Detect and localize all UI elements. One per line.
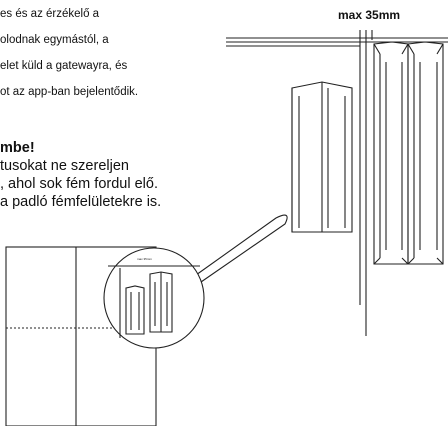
instruction-line-4: ot az app-ban bejelentődik.: [0, 86, 139, 98]
instruction-line-1: es és az érzékelő a: [0, 8, 100, 20]
detail-circle: [103, 247, 205, 349]
sensor-unit: [373, 41, 444, 265]
warning-line-2: , ahol sok fém fordul elő.: [0, 176, 158, 192]
warning-line-1: tusokat ne szereljen: [0, 158, 129, 174]
warning-title: mbe!: [0, 140, 35, 156]
instruction-line-3: elet küld a gatewayra, és: [0, 60, 128, 72]
max-distance-label: max 35mm: [338, 8, 401, 22]
frame-top-lines: [226, 30, 448, 336]
zoom-connector: [188, 214, 288, 283]
magnet-unit: [291, 81, 353, 233]
warning-line-3: a padló fémfelületekre is.: [0, 194, 162, 210]
detail-max-label: max 35mm: [137, 257, 152, 261]
instruction-line-2: olodnak egymástól, a: [0, 34, 109, 46]
